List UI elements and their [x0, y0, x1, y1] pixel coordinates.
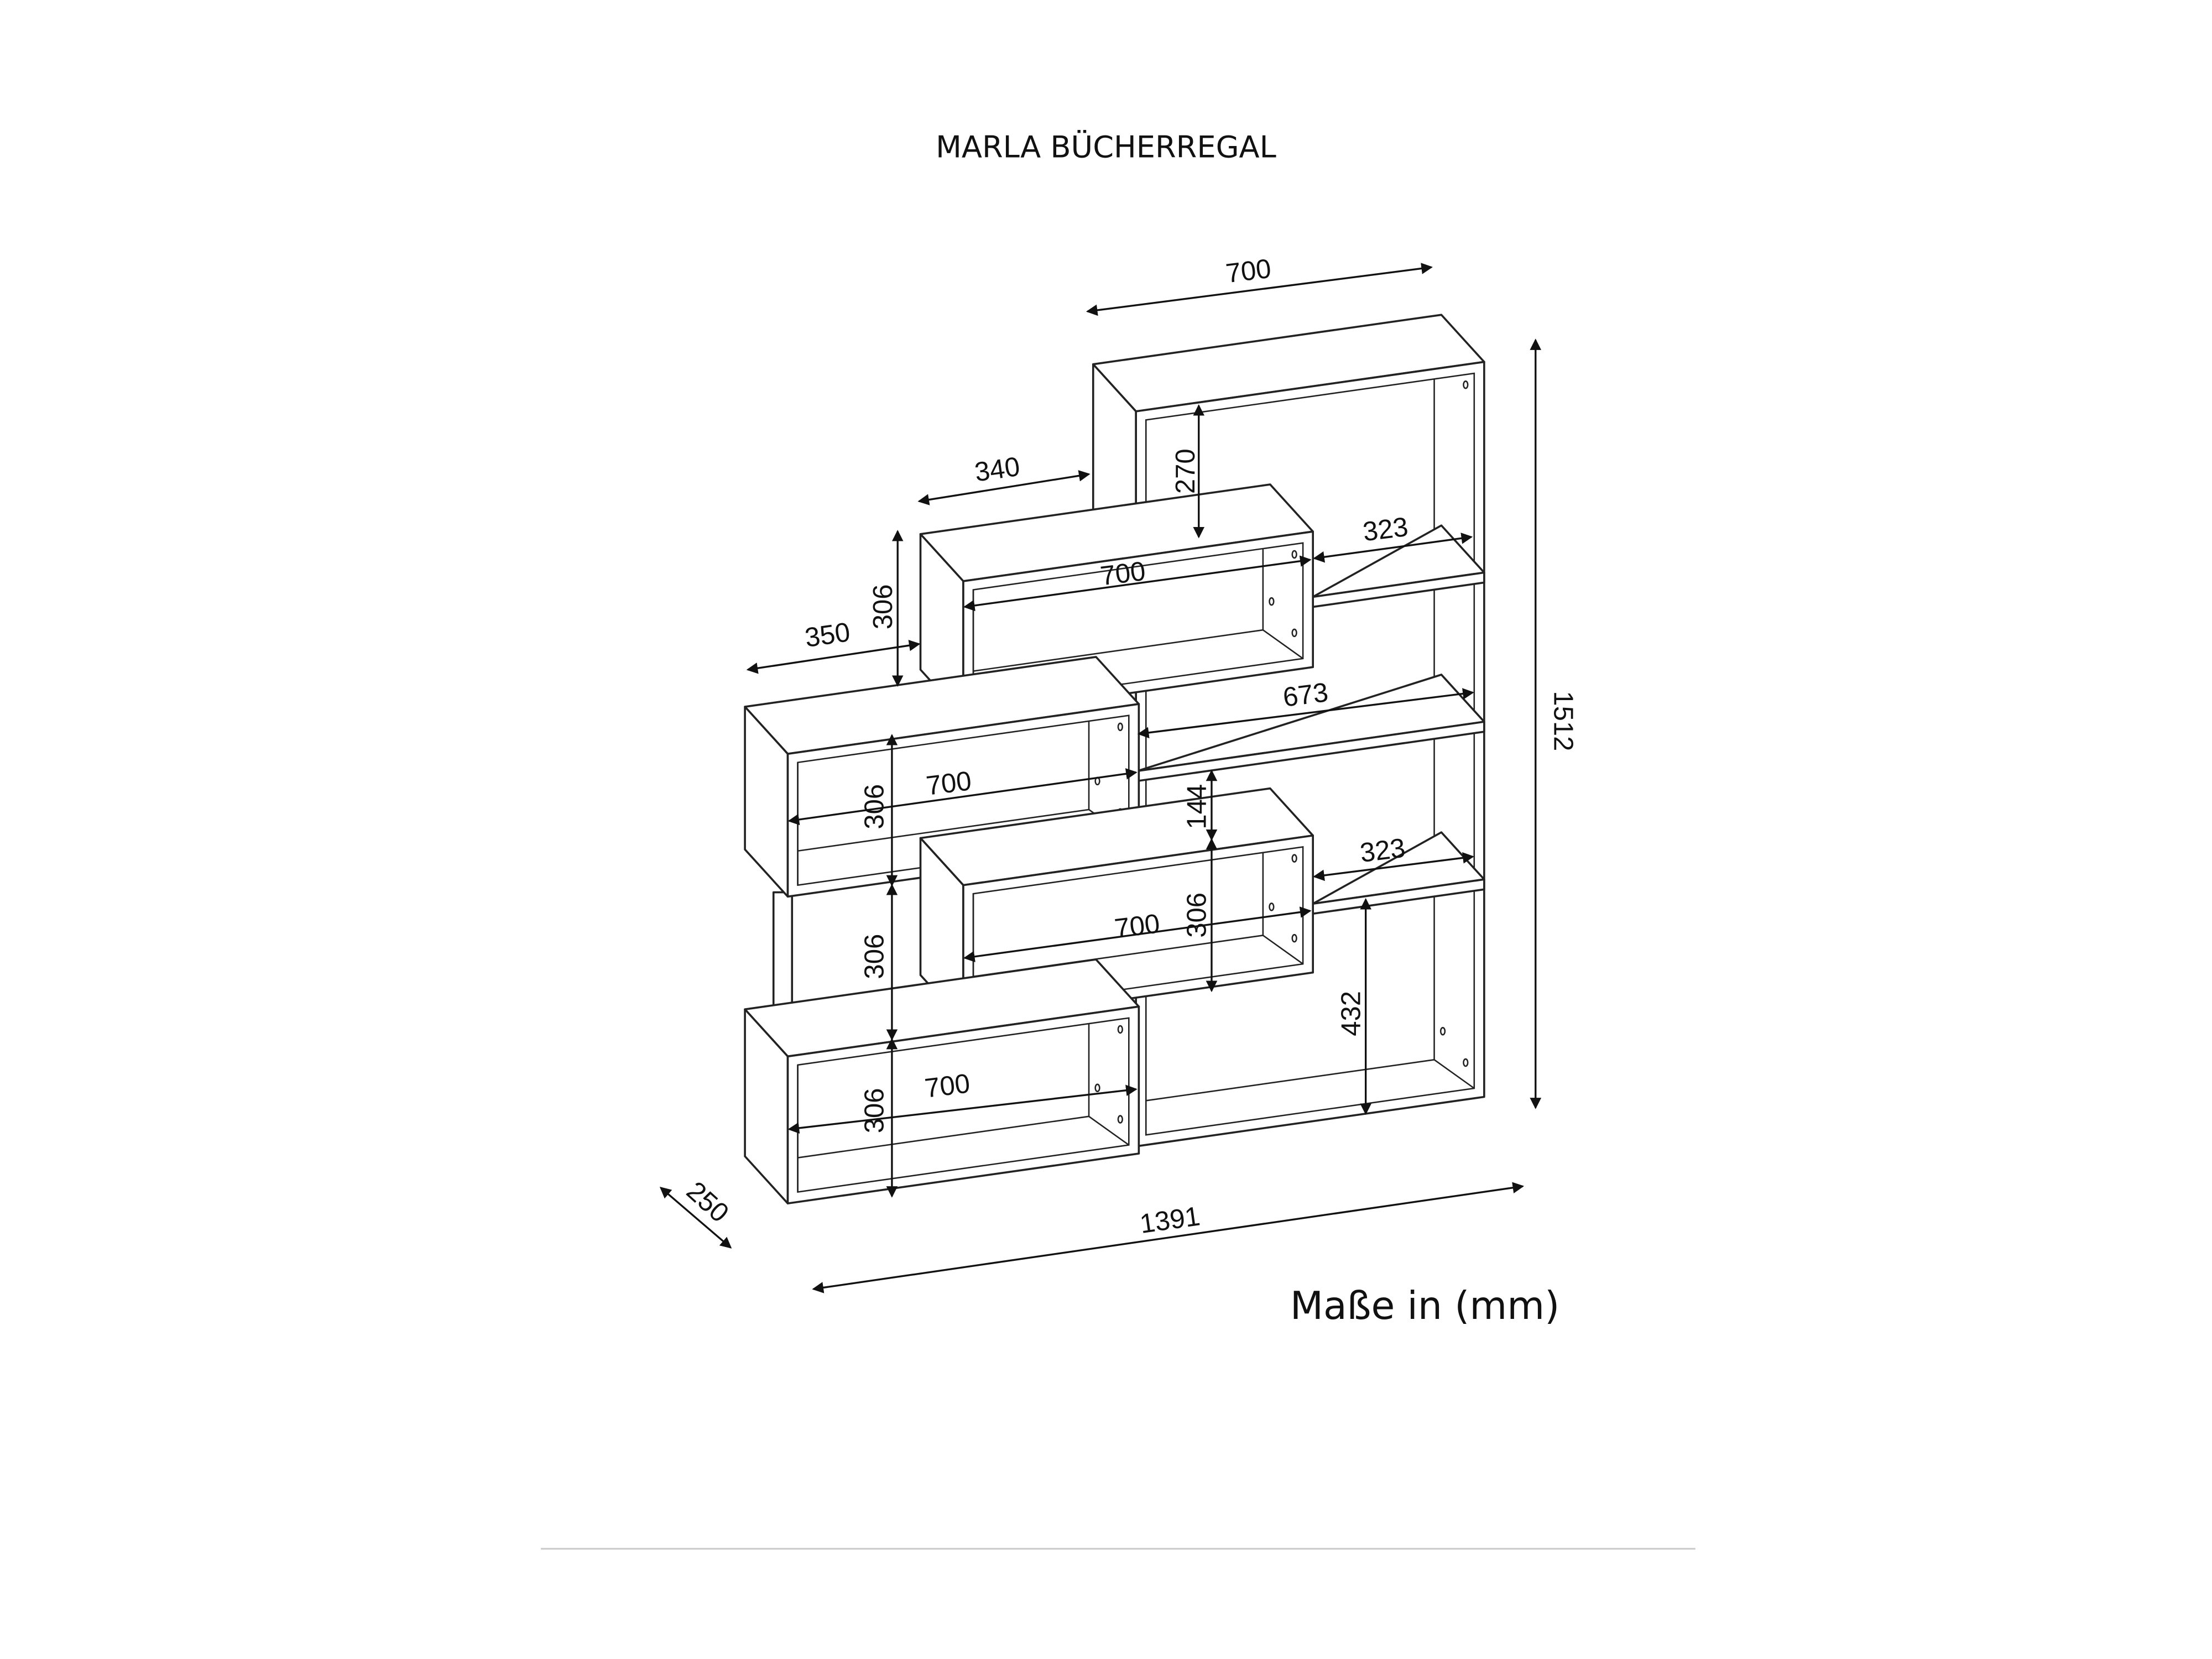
- dim-arrow-shelf-lower: [1313, 852, 1474, 881]
- dowel-hole: [1117, 1025, 1123, 1034]
- main-frame-floor-edge: [1433, 1059, 1475, 1089]
- dim-arrow-box-bottom-width: [787, 1084, 1138, 1134]
- dim-label-shelf-lower: 323: [1358, 833, 1407, 868]
- dim-label-box-left-height: 306: [859, 784, 889, 830]
- main-frame-floor-back: [1146, 1059, 1434, 1102]
- dim-arrow-step-lower: [746, 639, 921, 674]
- dim-arrow-shelf-middle: [1137, 688, 1474, 739]
- dim-arrow-depth: [659, 1187, 732, 1249]
- shelf-outline: [744, 314, 1485, 1204]
- dowel-hole: [1291, 628, 1297, 638]
- dim-label-top-height: 270: [1171, 448, 1201, 494]
- dim-label-bottom-right: 432: [1336, 991, 1366, 1036]
- dim-label-shelf-upper: 323: [1361, 512, 1410, 547]
- drawing-title: MARLA BÜCHERREGAL: [936, 130, 1276, 165]
- dim-label-box-mid-width: 700: [1113, 909, 1162, 944]
- dim-arrow-shelf-upper: [1313, 533, 1473, 563]
- dowel-hole: [1117, 722, 1123, 732]
- dim-label-gap-left: 306: [859, 934, 889, 979]
- dim-arrow-box-upper-width: [963, 555, 1312, 612]
- dim-arrow-top-width: [1086, 263, 1433, 316]
- dim-label-step-lower: 350: [803, 617, 852, 653]
- dim-label-box-bottom-height: 306: [859, 1088, 889, 1133]
- box-upper-floor-back: [973, 629, 1264, 672]
- dim-label-box-mid-height: 306: [1182, 893, 1212, 938]
- dim-label-total-height: 1512: [1548, 691, 1578, 751]
- dim-label-box-upper-height: 306: [868, 585, 898, 630]
- dim-label-step-upper: 340: [973, 452, 1022, 488]
- units-note: Maße in (mm): [1290, 1284, 1559, 1328]
- dowel-hole: [1439, 1027, 1446, 1036]
- dim-label-shelf-middle: 673: [1281, 677, 1330, 713]
- dimension-lines: [659, 263, 1542, 1293]
- dim-label-top-width: 700: [1224, 254, 1273, 289]
- dim-label-box-left-width: 700: [925, 766, 973, 801]
- dowel-hole: [1463, 1058, 1469, 1067]
- dim-label-depth: 250: [681, 1176, 734, 1228]
- dim-label-gap-middle: 144: [1182, 784, 1212, 830]
- box-upper-floor-edge: [1262, 629, 1303, 659]
- dim-label-box-upper-width: 700: [1099, 556, 1147, 592]
- dowel-hole: [1291, 854, 1297, 863]
- dim-arrow-step-upper: [917, 470, 1091, 505]
- dim-arrow-box-left-width: [787, 768, 1138, 826]
- dim-arrow-box-mid-width: [963, 906, 1312, 963]
- dim-label-box-bottom-width: 700: [923, 1068, 972, 1104]
- dim-arrow-total-width: [812, 1182, 1525, 1293]
- dowel-hole: [1463, 380, 1469, 389]
- left-spacer-panel: [772, 891, 794, 1018]
